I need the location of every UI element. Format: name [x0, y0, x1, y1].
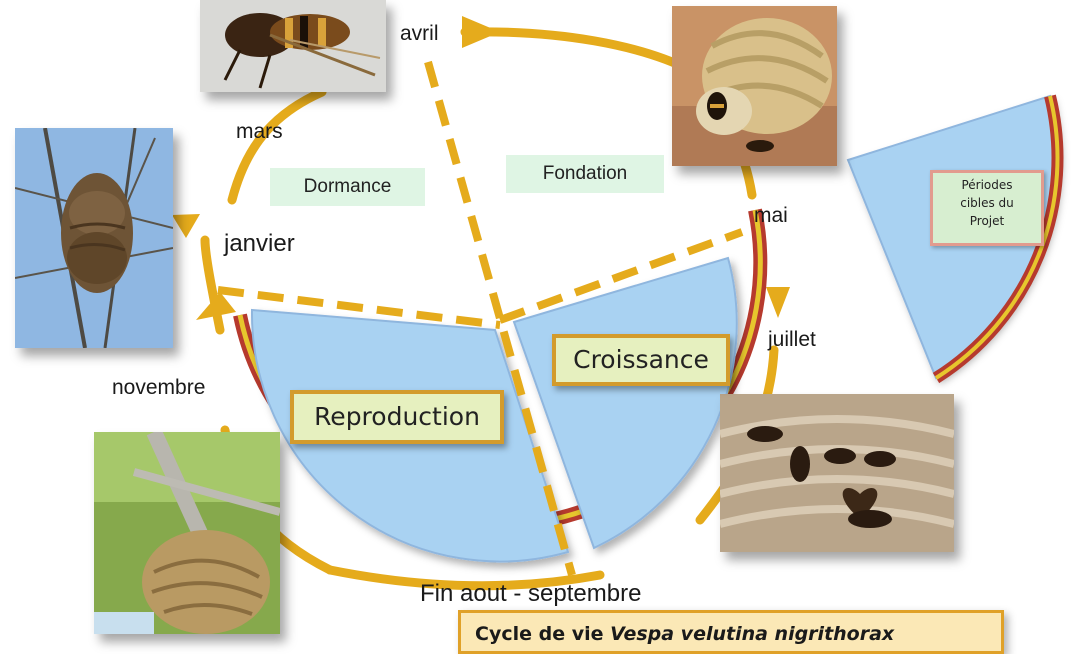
arrow-head-janvier — [172, 214, 200, 238]
caption-species: Vespa velutina nigrithorax — [610, 623, 894, 645]
primary-nest-photo — [672, 6, 837, 166]
target-periods-box: Périodes cibles du Projet — [930, 170, 1044, 246]
large-nest-photo — [94, 432, 280, 634]
month-avril: avril — [400, 22, 439, 46]
period-dormance: Dormance — [270, 168, 425, 206]
diagram-caption: Cycle de vie Vespa velutina nigrithorax — [458, 610, 1004, 654]
target-line-1: Périodes — [933, 176, 1041, 194]
month-novembre: novembre — [112, 376, 205, 400]
period-fondation: Fondation — [506, 155, 664, 193]
target-line-2: cibles du — [933, 194, 1041, 212]
tree-nest-photo — [15, 128, 173, 348]
hornet-photo — [200, 0, 386, 92]
phase-croissance: Croissance — [552, 334, 730, 386]
comb-photo — [720, 394, 954, 552]
month-juillet: juillet — [768, 328, 816, 352]
phase-reproduction: Reproduction — [290, 390, 504, 444]
month-fin-aout: Fin aout - septembre — [420, 580, 641, 608]
month-janvier: janvier — [224, 230, 295, 258]
target-line-3: Projet — [933, 212, 1041, 230]
month-mai: mai — [754, 204, 788, 228]
caption-prefix: Cycle de vie — [475, 623, 604, 645]
arrow-head-avril — [462, 16, 500, 48]
month-mars: mars — [236, 120, 283, 144]
arrow-head-mai — [766, 287, 790, 318]
